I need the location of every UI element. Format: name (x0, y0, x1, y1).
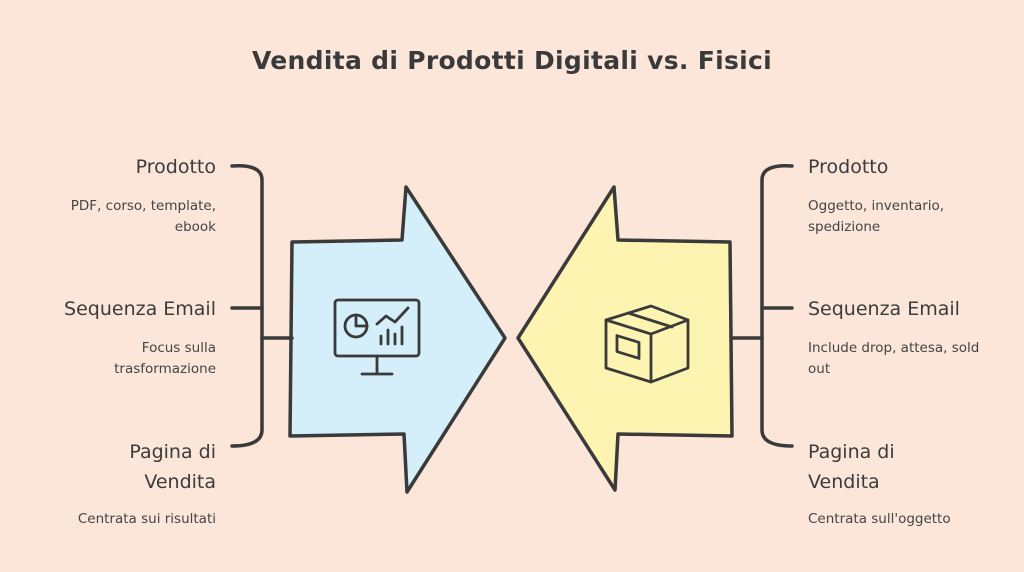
left-desc-pagina: Centrata sui risultati (77, 511, 216, 527)
right-bracket (730, 164, 794, 448)
left-heading-pagina: Pagina di Vendita (129, 441, 216, 493)
right-heading-pagina: Pagina di Vendita (808, 441, 895, 493)
left-bracket (230, 164, 294, 448)
right-desc-pagina: Centrata sull'oggetto (808, 511, 951, 527)
monitor-chart-icon (333, 298, 421, 376)
package-box-icon (604, 304, 690, 384)
right-desc-email: Include drop, attesa, sold out (808, 340, 980, 377)
diagram-title: Vendita di Prodotti Digitali vs. Fisici (252, 46, 772, 75)
left-arrow (288, 185, 507, 494)
right-desc-prodotto: Oggetto, inventario, spedizione (808, 198, 945, 235)
right-heading-prodotto: Prodotto (808, 156, 889, 178)
left-desc-email: Focus sulla trasformazione (114, 340, 216, 377)
right-heading-email: Sequenza Email (808, 298, 960, 320)
left-desc-prodotto: PDF, corso, template, ebook (70, 198, 216, 235)
left-heading-prodotto: Prodotto (135, 156, 216, 178)
left-heading-email: Sequenza Email (64, 298, 216, 320)
